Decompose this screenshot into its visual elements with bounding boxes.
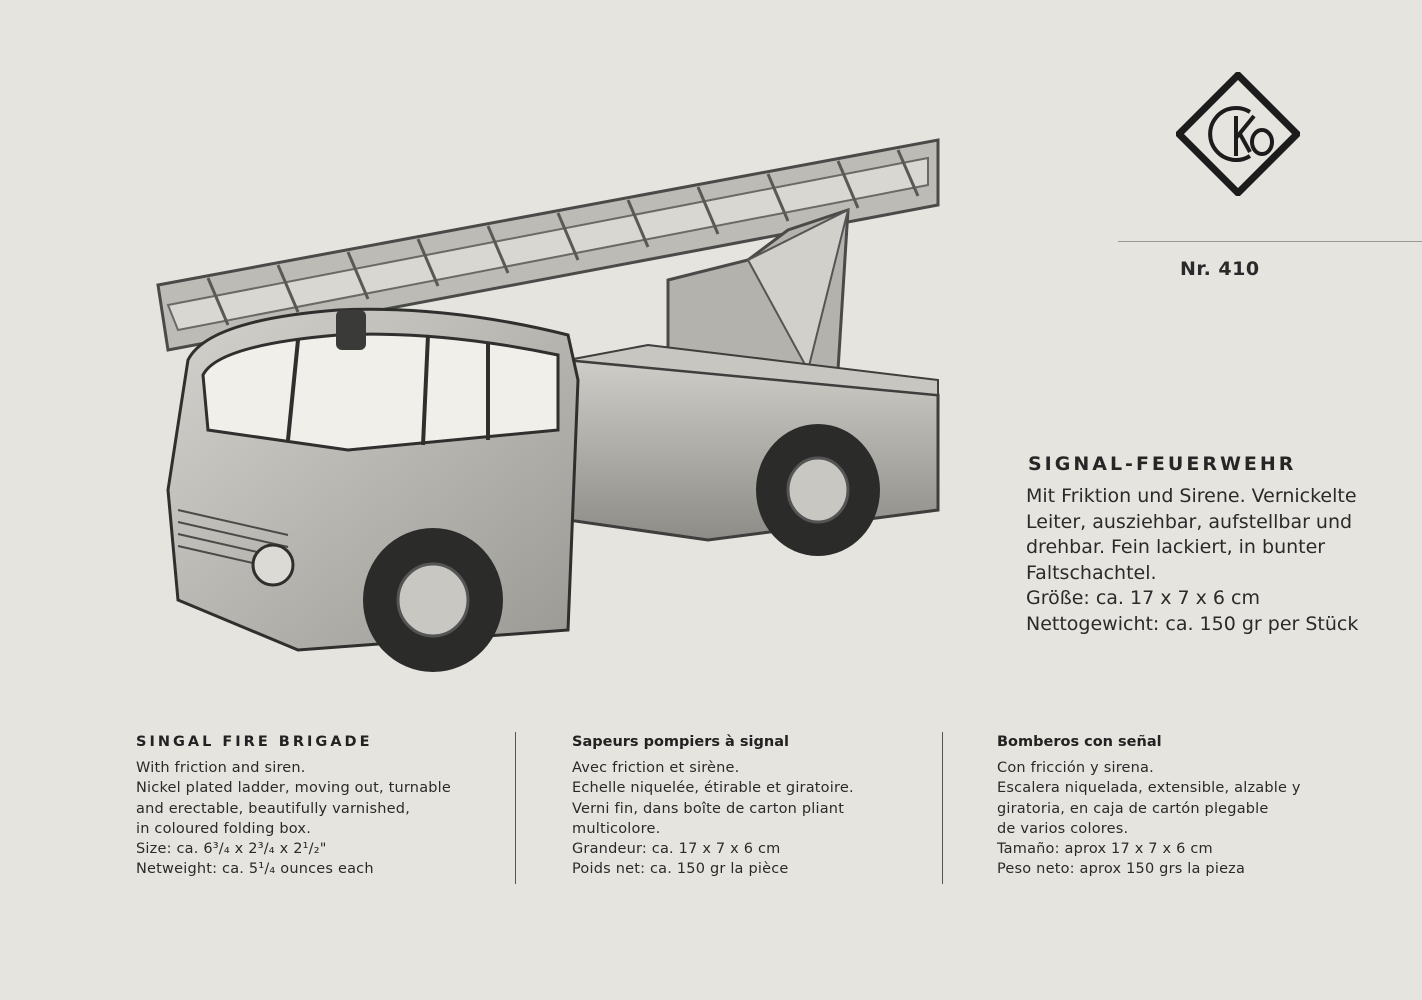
fire-truck-illustration — [156, 138, 940, 672]
spanish-line: Peso neto: aprox 150 grs la pieza — [997, 861, 1246, 878]
german-line: Leiter, ausziehbar, aufstellbar und — [1026, 510, 1353, 533]
french-line: multicolore. — [572, 820, 661, 837]
spanish-line: giratoria, en caja de cartón plegable — [997, 800, 1269, 817]
german-description: Mit Friktion und Sirene. Vernickelte Lei… — [1026, 484, 1386, 637]
spanish-line: Con fricción y sirena. — [997, 760, 1154, 776]
spanish-title: Bomberos con señal — [997, 734, 1162, 750]
wheel-icon — [756, 424, 880, 556]
french-line: Grandeur: ca. 17 x 7 x 6 cm — [572, 841, 781, 858]
french-line: Verni fin, dans boîte de carton pliant — [572, 800, 845, 817]
english-line: Netweight: ca. 5¹/₄ ounces each — [136, 861, 374, 878]
english-column: SINGAL FIRE BRIGADE With friction and si… — [136, 734, 451, 880]
french-line: Echelle niquelée, étirable et giratoire. — [572, 780, 854, 797]
cko-logo-icon — [1176, 72, 1300, 196]
column-divider — [515, 732, 516, 884]
german-title: SIGNAL-FEUERWEHR — [1028, 453, 1297, 475]
spanish-line: Escalera niquelada, extensible, alzable … — [997, 780, 1301, 797]
english-line: Nickel plated ladder, moving out, turnab… — [136, 780, 452, 797]
spanish-line: de varios colores. — [997, 820, 1129, 837]
ladder-icon — [156, 138, 940, 352]
french-line: Avec friction et sirène. — [572, 760, 740, 776]
english-line: With friction and siren. — [136, 760, 306, 776]
wheel-icon — [363, 528, 503, 672]
german-line: Größe: ca. 17 x 7 x 6 cm — [1026, 587, 1261, 609]
german-line: Mit Friktion und Sirene. Vernickelte — [1026, 485, 1357, 507]
item-number: Nr. 410 — [1180, 258, 1260, 280]
column-divider — [942, 732, 943, 884]
english-line: Size: ca. 6³/₄ x 2³/₄ x 2¹/₂" — [136, 841, 327, 858]
english-title: SINGAL FIRE BRIGADE — [136, 734, 373, 750]
english-line: in coloured folding box. — [136, 820, 311, 837]
german-line: Faltschachtel. — [1026, 561, 1157, 584]
french-title: Sapeurs pompiers à signal — [572, 734, 789, 750]
english-line: and erectable, beautifully varnished, — [136, 800, 411, 817]
german-line: Nettogewicht: ca. 150 gr per Stück — [1026, 612, 1359, 635]
spanish-column: Bomberos con señal Con fricción y sirena… — [997, 734, 1301, 880]
german-line: drehbar. Fein lackiert, in bunter — [1026, 536, 1326, 558]
french-column: Sapeurs pompiers à signal Avec friction … — [572, 734, 854, 880]
french-line: Poids net: ca. 150 gr la pièce — [572, 861, 789, 878]
header-rule — [1118, 241, 1422, 242]
spanish-line: Tamaño: aprox 17 x 7 x 6 cm — [997, 841, 1213, 858]
